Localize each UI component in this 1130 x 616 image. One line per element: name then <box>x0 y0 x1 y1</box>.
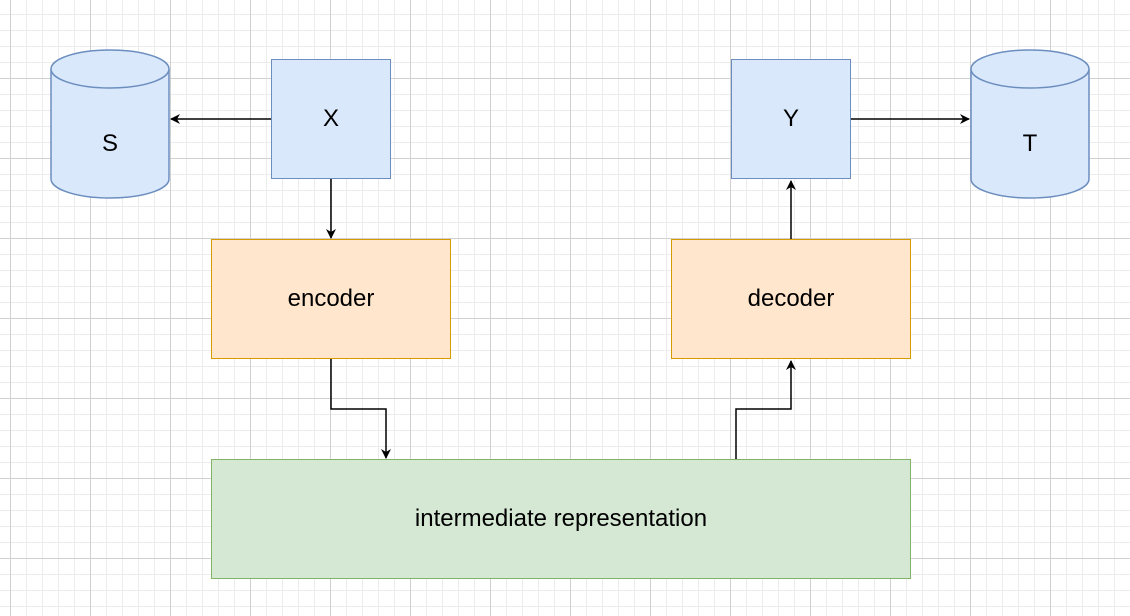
node-decoder[interactable]: decoder <box>671 239 911 359</box>
node-y[interactable]: Y <box>731 59 851 179</box>
database-t-label: T <box>1022 130 1038 157</box>
node-encoder[interactable]: encoder <box>211 239 451 359</box>
database-s-label: S <box>101 130 118 157</box>
edge-intermediate-to-decoder[interactable] <box>735 360 796 459</box>
node-x[interactable]: X <box>271 59 391 179</box>
database-s-cylinder[interactable] <box>50 49 170 199</box>
database-t-cylinder[interactable] <box>970 49 1090 199</box>
node-intermediate-representation[interactable]: intermediate representation <box>211 459 911 579</box>
edge-encoder-to-intermediate[interactable] <box>330 359 391 459</box>
